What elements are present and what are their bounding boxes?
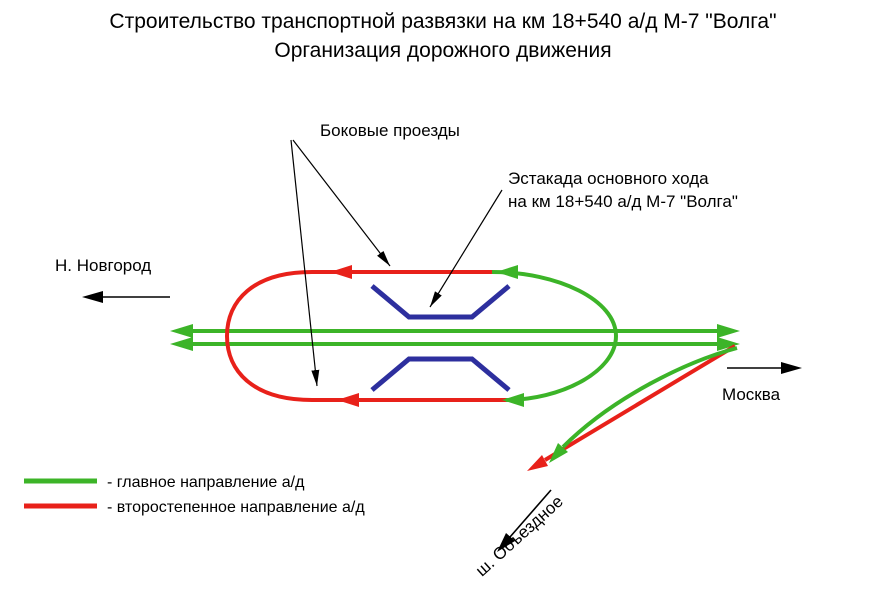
page-title: Строительство транспортной развязки на к… [109, 10, 776, 33]
bypass-red-arrow-icon [527, 455, 548, 471]
side-road-arrow-bottom-icon [337, 393, 359, 407]
overpass-label-line1: Эстакада основного хода [508, 169, 709, 188]
bypass-connector-green [549, 346, 738, 463]
bypass-green-curve [561, 346, 738, 449]
main-road-ramp-loop [491, 265, 619, 407]
main-road-arrow-west-bottom-icon [170, 337, 193, 351]
callout-side-roads: Боковые проезды [290, 121, 460, 387]
bypass-arrow-shaft [509, 489, 552, 538]
west-arrow-icon [82, 291, 103, 303]
title-block: Строительство транспортной развязки на к… [109, 10, 776, 62]
side-roads-leader-bottom [290, 139, 320, 387]
ramp-loop-path [491, 270, 619, 402]
ramp-loop-arrow-bottom-icon [502, 393, 524, 407]
bypass-connector-red [527, 344, 737, 471]
direction-moscow: Москва [722, 362, 802, 404]
bypass-highway-label: ш. Объездное [472, 492, 567, 580]
overpass-top-edge [370, 284, 511, 320]
main-road-m7 [170, 324, 740, 351]
overpass-leader [429, 189, 503, 308]
direction-bypass-highway: ш. Объездное [472, 489, 567, 580]
bypass-green-arrow-icon [549, 443, 568, 463]
legend: - главное направление а/д - второстепенн… [24, 474, 365, 516]
overpass-structure [370, 284, 511, 392]
bypass-arrow-icon [497, 533, 515, 552]
nizhny-novgorod-label: Н. Новгород [55, 256, 151, 275]
side-road-arrow-top-icon [330, 265, 352, 279]
legend-label-secondary: - второстепенное направление а/д [107, 499, 365, 516]
main-road-arrow-east-top-icon [717, 324, 740, 338]
main-road-arrow-west-top-icon [170, 324, 193, 338]
overpass-bottom-edge [370, 356, 511, 392]
callout-overpass: Эстакада основного хода на км 18+540 а/д… [429, 169, 738, 308]
ramp-loop-arrow-top-icon [496, 265, 518, 279]
overpass-label-line2: на км 18+540 а/д М-7 "Волга" [508, 192, 738, 211]
main-road-arrow-east-bottom-icon [717, 337, 740, 351]
legend-label-main: - главное направление а/д [107, 474, 305, 491]
bypass-red-line [543, 344, 737, 462]
moscow-label: Москва [722, 385, 781, 404]
side-roads-leader-top [292, 139, 391, 267]
east-arrow-icon [781, 362, 802, 374]
direction-nizhny-novgorod: Н. Новгород [55, 256, 170, 303]
side-road-loop-path [224, 270, 506, 402]
side-roads-label: Боковые проезды [320, 121, 460, 140]
side-roads-loop [224, 265, 506, 407]
page-subtitle: Организация дорожного движения [274, 39, 611, 62]
